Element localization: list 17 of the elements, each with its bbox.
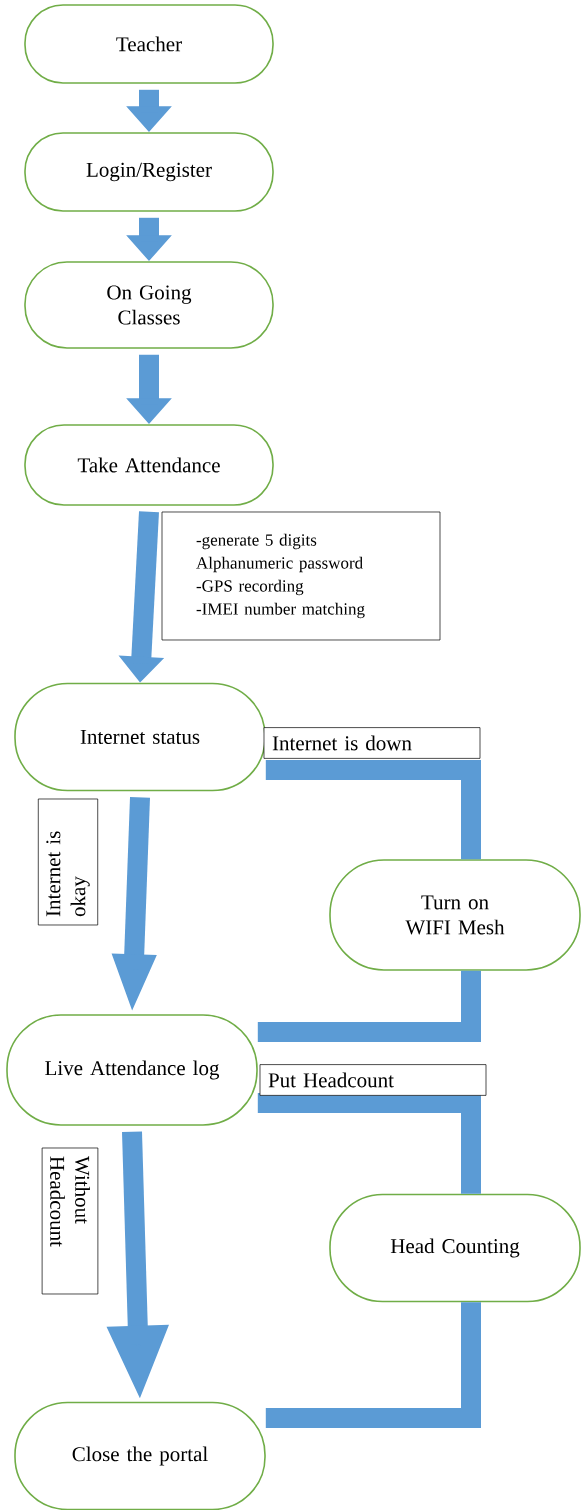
edge-label: Put Headcount (259, 1064, 487, 1096)
terminal-box: Turn on WIFI Mesh (329, 859, 581, 971)
terminal-box: Head Counting (329, 1193, 581, 1303)
terminal-box: Live Attendance log (6, 1014, 258, 1126)
edge-label: Without Headcount (41, 1147, 99, 1295)
terminal-box: Close the portal (14, 1401, 266, 1510)
terminal-box: Internet status (14, 682, 266, 792)
note-box: -generate 5 digits Alphanumeric password -GPS recording -IMEI number matching (161, 511, 441, 641)
edge-label: Internet is okay (37, 798, 99, 926)
connector-band (265, 760, 481, 860)
connector-band (265, 1302, 481, 1428)
connector-band (257, 1093, 481, 1194)
terminal-box: On Going Classes (24, 261, 274, 349)
terminal-box: Take Attendance (24, 424, 274, 506)
edge-label: Internet is down (263, 727, 481, 759)
terminal-box: Teacher (24, 4, 274, 84)
terminal-box: Login/Register (24, 132, 274, 212)
